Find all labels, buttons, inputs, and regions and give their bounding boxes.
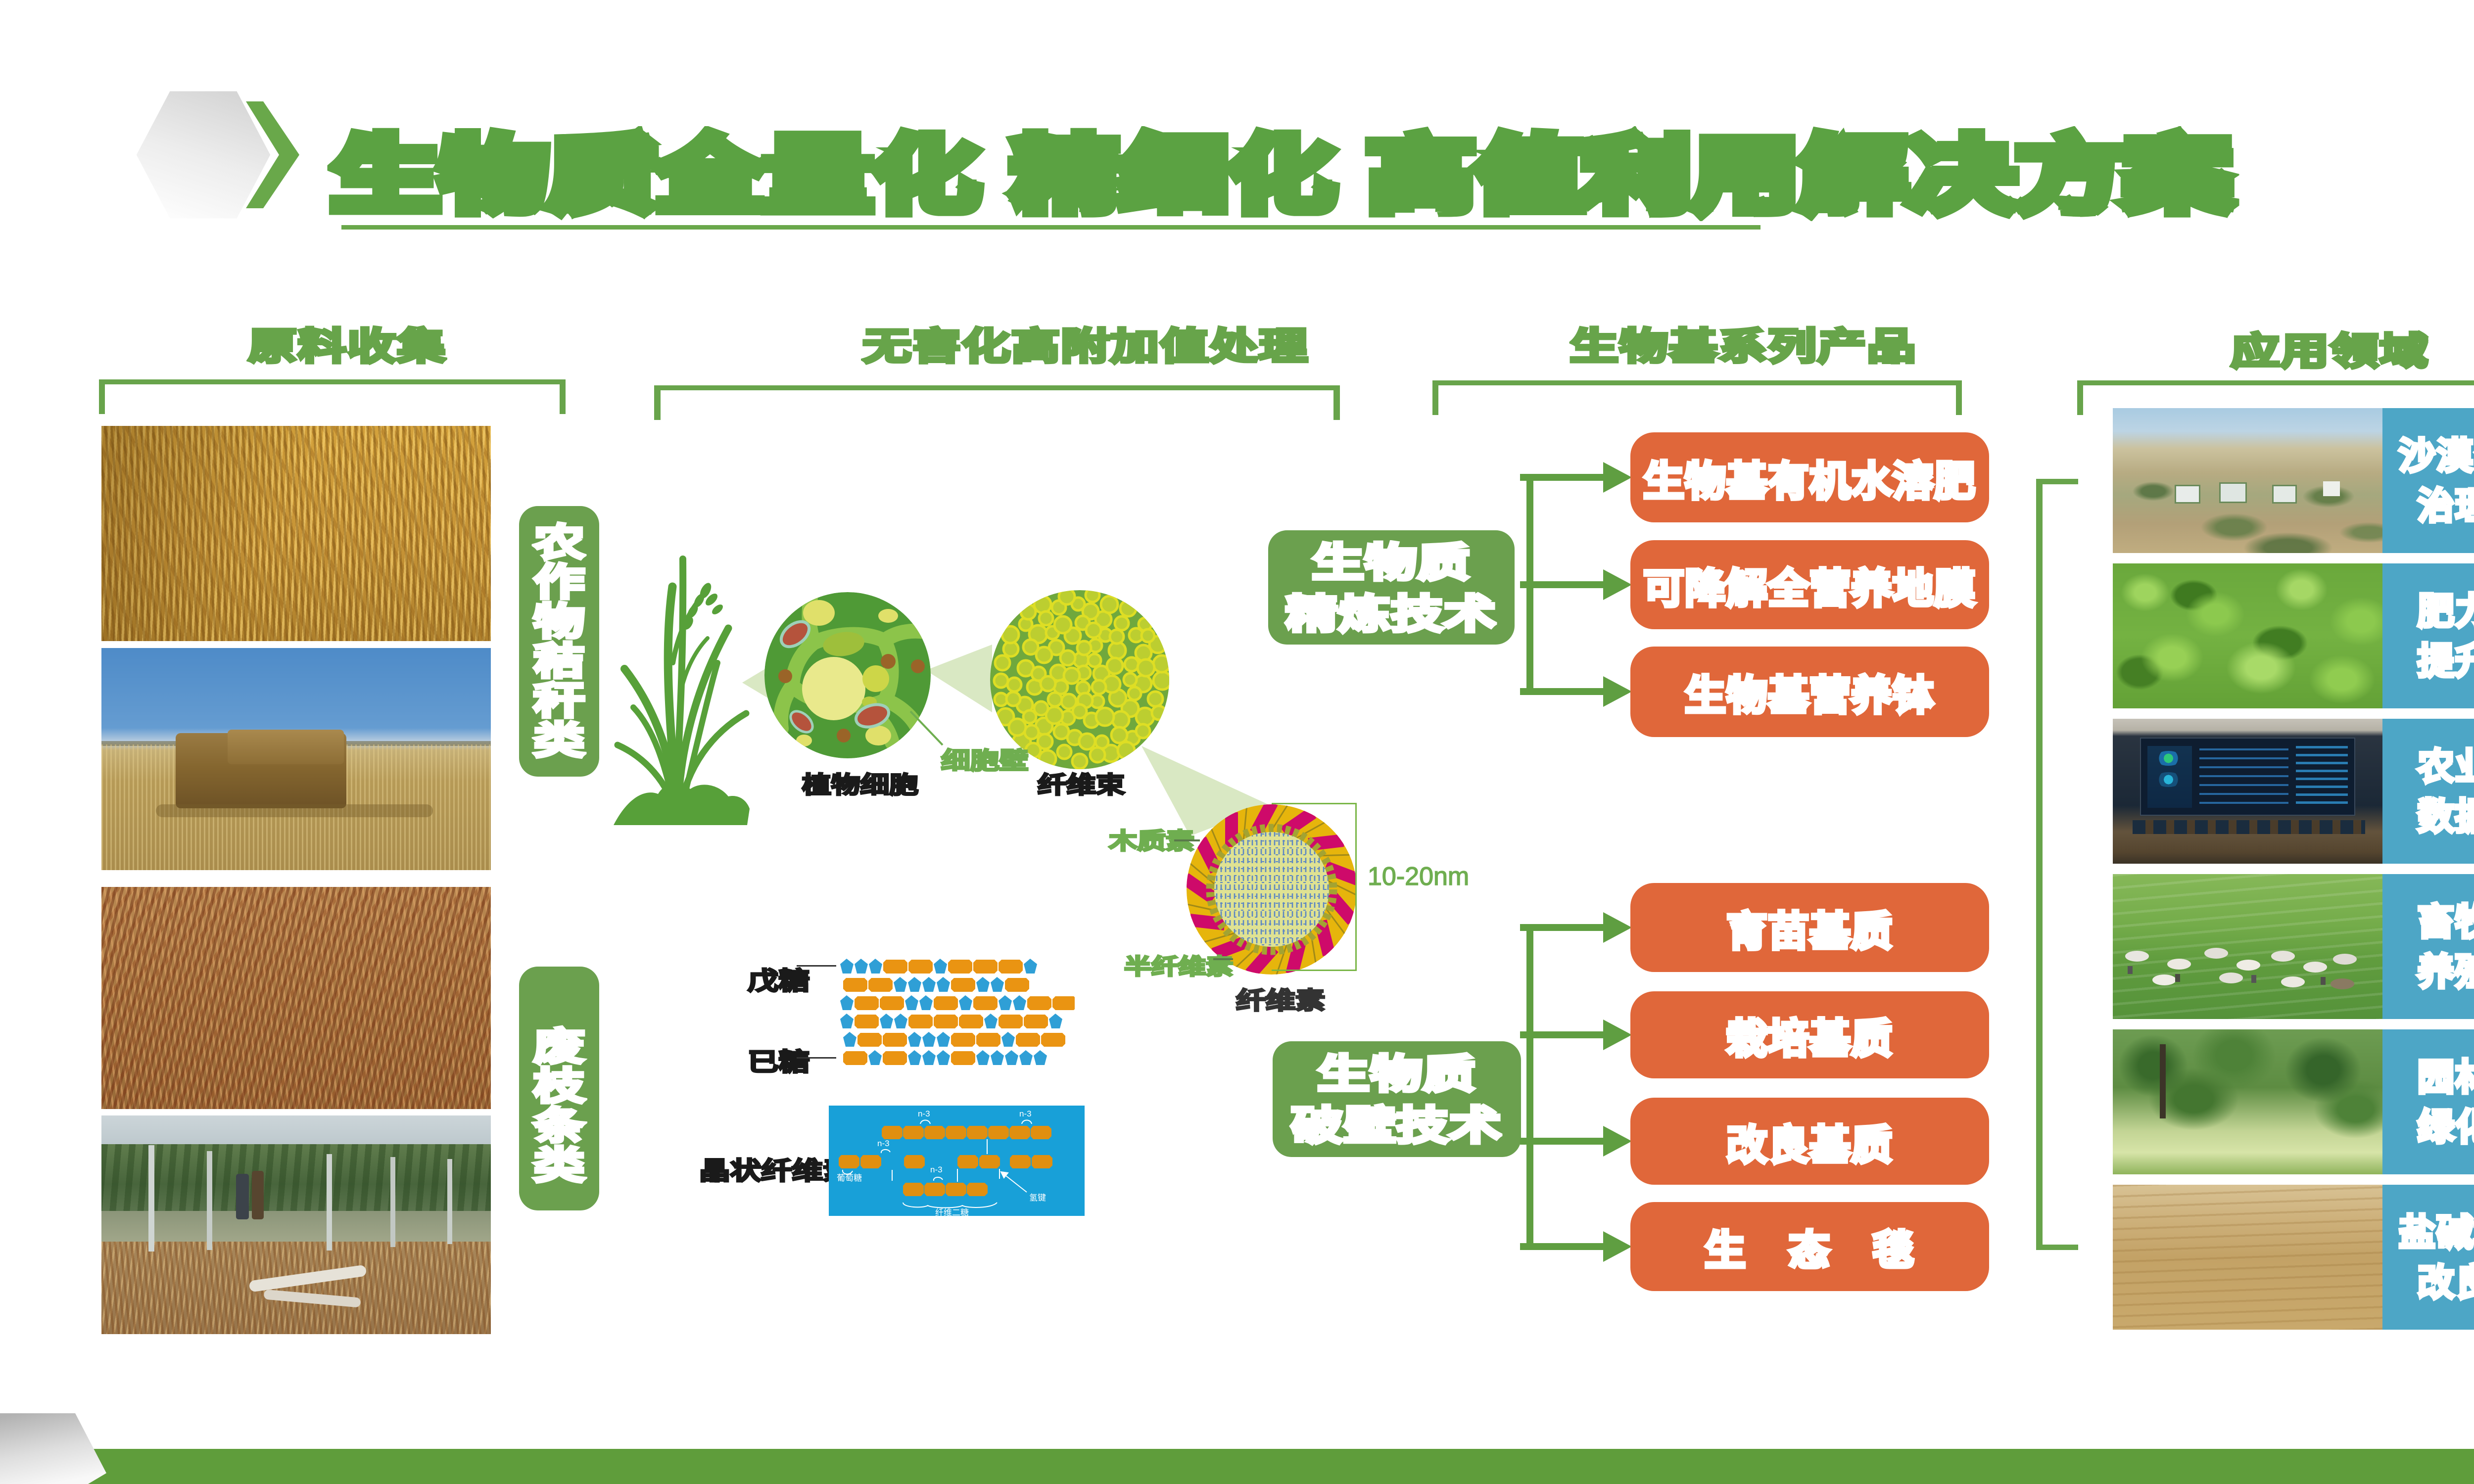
svg-text:n-3: n-3 xyxy=(1019,1109,1032,1118)
svg-text:n-3: n-3 xyxy=(918,1109,930,1118)
svg-text:氢键: 氢键 xyxy=(1029,1193,1046,1203)
svg-text:n-3: n-3 xyxy=(877,1139,890,1148)
svg-text:纤维二糖: 纤维二糖 xyxy=(935,1208,969,1216)
svg-text:葡萄糖: 葡萄糖 xyxy=(837,1173,862,1183)
svg-text:n-3: n-3 xyxy=(930,1165,943,1174)
